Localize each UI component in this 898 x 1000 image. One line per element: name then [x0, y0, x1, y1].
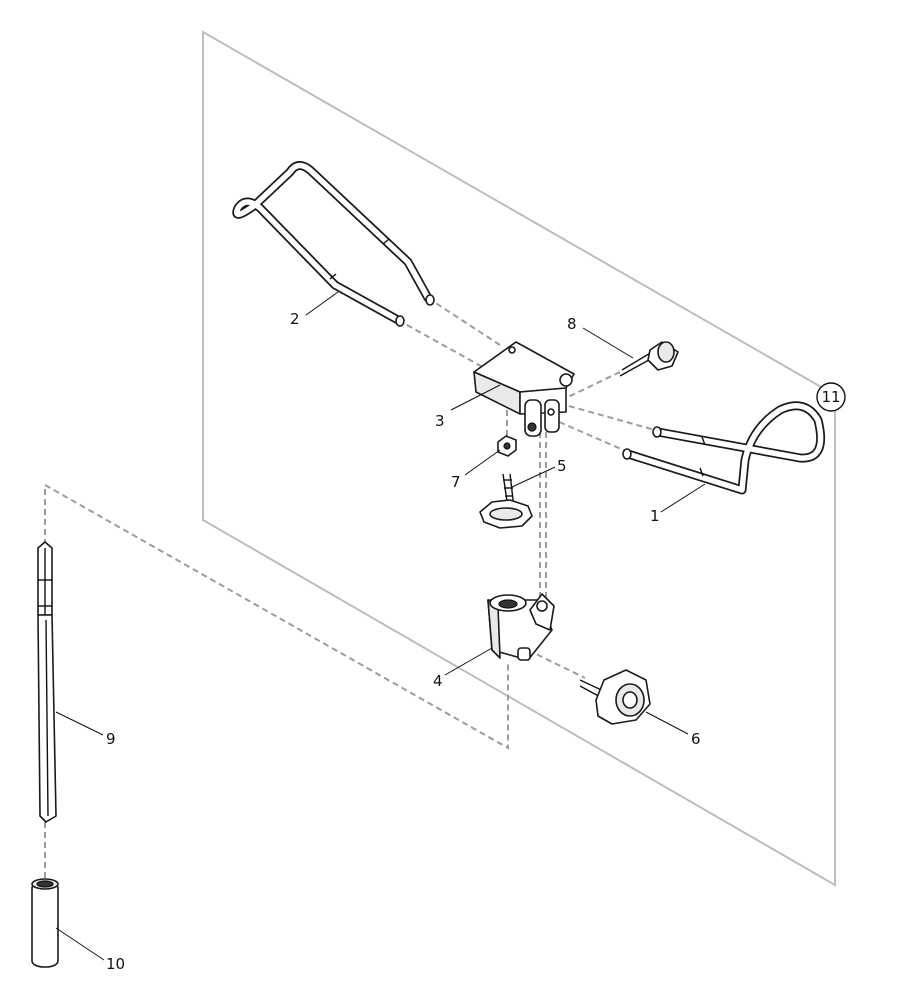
part-1-wire-bracket	[622, 401, 826, 495]
callout-11: 11	[821, 388, 840, 406]
kit-panel-outline	[202, 30, 836, 887]
callout-11-circle	[816, 382, 846, 412]
callout-6: 6	[691, 730, 701, 748]
callout-8: 8	[567, 315, 577, 333]
assembly-guide-lines	[44, 297, 656, 880]
part-10-sleeve-tube	[31, 878, 59, 968]
callout-1: 1	[650, 507, 660, 525]
callout-2: 2	[290, 310, 300, 328]
part-9-mounting-stake	[37, 541, 57, 823]
part-2-wire-bracket	[232, 161, 435, 327]
callout-4: 4	[433, 672, 443, 690]
callout-labels: 1 2 3 4 5 6 7 8 9 10 11	[106, 310, 846, 973]
part-4-lower-clamp	[487, 593, 555, 661]
callout-7: 7	[451, 473, 461, 491]
callout-3: 3	[435, 412, 445, 430]
callout-leader-lines	[55, 291, 706, 961]
part-6-large-knob	[579, 669, 651, 725]
part-7-hex-nut	[497, 435, 517, 457]
part-3-clamp-body	[473, 341, 575, 437]
part-8-thumb-screw	[619, 341, 679, 377]
callout-5: 5	[557, 457, 567, 475]
callout-9: 9	[106, 730, 116, 748]
part-5-knob-screw	[479, 473, 533, 529]
callout-10: 10	[106, 955, 125, 973]
